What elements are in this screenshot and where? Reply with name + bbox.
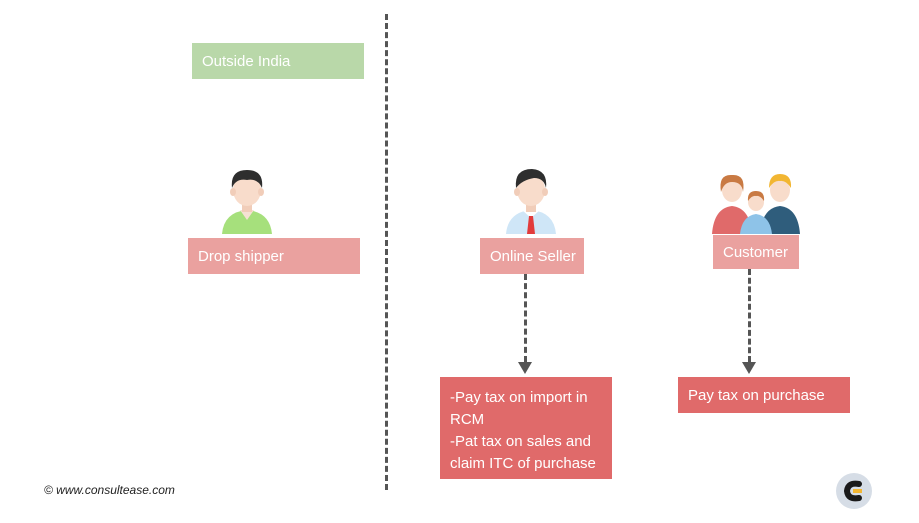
customer-label: Customer — [723, 243, 789, 261]
online-seller-node: Online Seller — [480, 238, 584, 274]
seller-arrow-head — [518, 362, 532, 374]
outside-india-text: Outside India — [202, 52, 291, 70]
man-green-shirt-icon — [222, 170, 272, 234]
seller-tax-box: -Pay tax on import in RCM -Pat tax on sa… — [440, 377, 612, 479]
outside-india-label: Outside India — [192, 43, 364, 79]
customer-node: Customer — [713, 235, 799, 269]
drop-shipper-node: Drop shipper — [188, 238, 360, 274]
seller-tax-line-1: -Pay tax on import in RCM — [450, 389, 588, 428]
seller-tax-line-2: -Pat tax on sales and claim ITC of purch… — [450, 433, 596, 472]
online-seller-label: Online Seller — [490, 247, 576, 265]
customer-arrow-head — [742, 362, 756, 374]
consultease-logo-icon — [836, 473, 872, 509]
family-icon — [712, 174, 800, 234]
customer-tax-box: Pay tax on purchase — [678, 377, 850, 413]
drop-shipper-label: Drop shipper — [198, 247, 284, 265]
businessman-red-tie-icon — [506, 169, 556, 234]
border-divider-line — [385, 14, 388, 490]
customer-tax-label: Pay tax on purchase — [688, 386, 825, 404]
seller-connector-line — [524, 274, 527, 362]
customer-connector-line — [748, 269, 751, 362]
copyright-text: © www.consultease.com — [44, 483, 175, 497]
